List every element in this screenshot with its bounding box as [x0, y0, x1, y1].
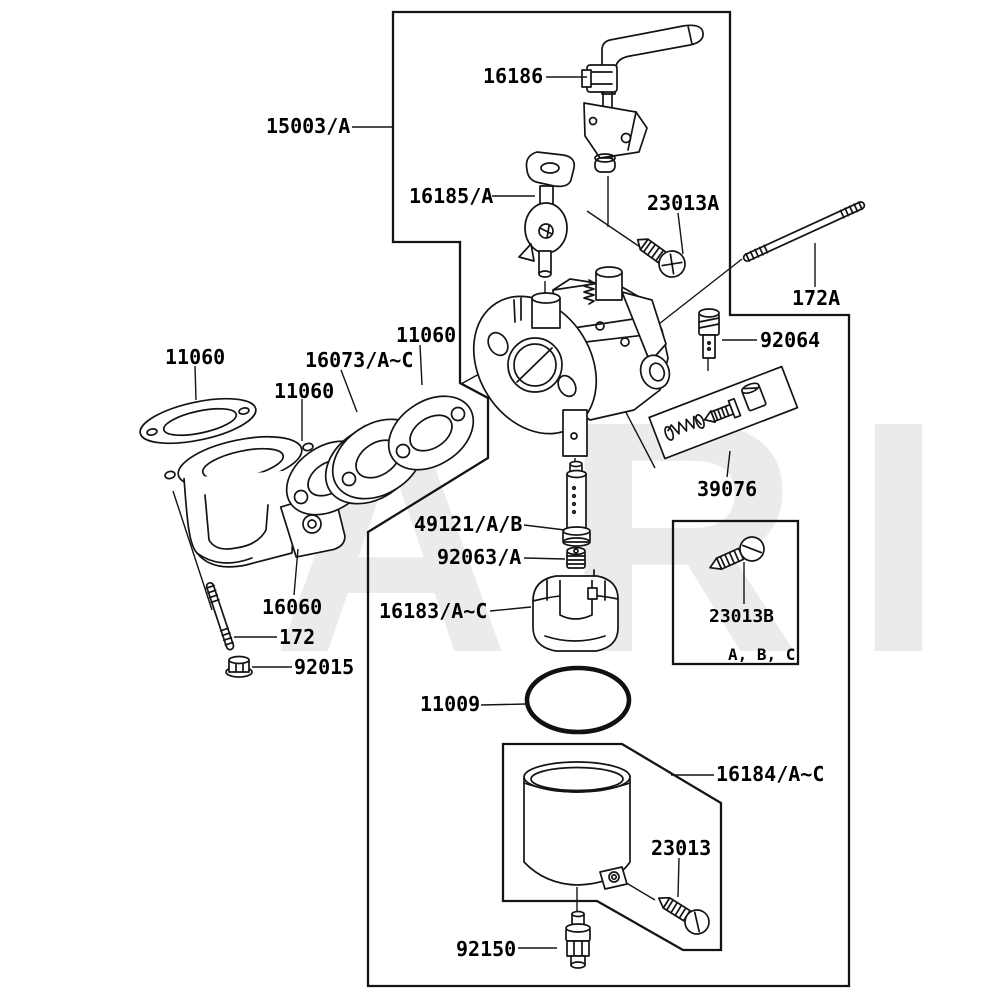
callout-92015-20: 92015 [294, 655, 355, 679]
callout-92063A-12: 92063/A [437, 545, 522, 569]
leader-23013-16 [677, 857, 680, 898]
callout-11060-7: 11060 [165, 345, 226, 369]
callout-11060-10: 11060 [396, 323, 457, 347]
main-assembly-border [366, 10, 851, 988]
leader-11060-7 [194, 365, 197, 401]
part-16186-throttle-lever [581, 24, 704, 173]
part-92150-drain-screw [565, 910, 591, 969]
callout-ABC-22: A, B, C [728, 645, 796, 664]
callout-16185A-2: 16185/A [409, 184, 494, 208]
leader-16073AC-8 [340, 369, 358, 413]
leader-lines [194, 76, 816, 949]
callout-15003A-1: 15003/A [266, 114, 351, 138]
part-16060-manifold [164, 435, 346, 568]
callout-16073AC-8: 16073/A~C [305, 348, 414, 372]
leader-92063A-12 [523, 557, 566, 560]
callout-172-19: 172 [279, 625, 316, 649]
part-172A-stud [742, 201, 866, 262]
part-16184-float-bowl [523, 761, 631, 890]
callout-23013B-21: 23013B [709, 606, 775, 627]
part-11060-gasket-carb [387, 395, 475, 471]
callout-92150-17: 92150 [456, 937, 517, 961]
callout-49121AB-11: 49121/A/B [414, 512, 523, 536]
callout-16184AC-15: 16184/A~C [716, 762, 825, 786]
part-15003-carburetor-body [472, 266, 671, 457]
leader-11060-10 [419, 344, 423, 386]
leader-16183AC-13 [489, 606, 532, 612]
part-11009-oring [524, 665, 632, 735]
callout-92064-5: 92064 [760, 328, 821, 352]
part-92015-nut [225, 655, 253, 678]
part-39076-repair-kit [648, 365, 799, 460]
leader-23013A-3 [677, 212, 684, 255]
callout-39076-6: 39076 [697, 477, 758, 501]
part-23013-bowl-screw [657, 896, 710, 935]
leader-11009-14 [480, 703, 527, 706]
part-16185-choke-shaft [518, 151, 576, 278]
callout-16186-0: 16186 [483, 64, 544, 88]
callout-16183AC-13: 16183/A~C [379, 599, 488, 623]
callout-23013A-3: 23013A [647, 191, 720, 215]
callout-11060-9: 11060 [274, 379, 335, 403]
part-11060-gasket-top [139, 397, 257, 445]
leader-49121AB-11 [523, 524, 566, 531]
leader-39076-6 [726, 450, 731, 478]
part-92063-jet [566, 546, 586, 569]
part-23013A-screw [636, 238, 686, 278]
callout-172A-4: 172A [792, 286, 841, 310]
callout-23013-16: 23013 [651, 836, 712, 860]
part-16183-float [532, 569, 619, 652]
leader-16060-18 [293, 548, 299, 596]
callout-16060-18: 16060 [262, 595, 323, 619]
callout-11009-14: 11009 [420, 692, 481, 716]
part-23013B-screw [709, 536, 765, 570]
part-172-stud [205, 581, 235, 651]
float-bowl-16184-box [501, 742, 723, 952]
screw-kit-23013B-box [671, 519, 800, 666]
part-92064-pilot-screw [698, 308, 720, 359]
part-49121-main-jet [562, 460, 591, 547]
